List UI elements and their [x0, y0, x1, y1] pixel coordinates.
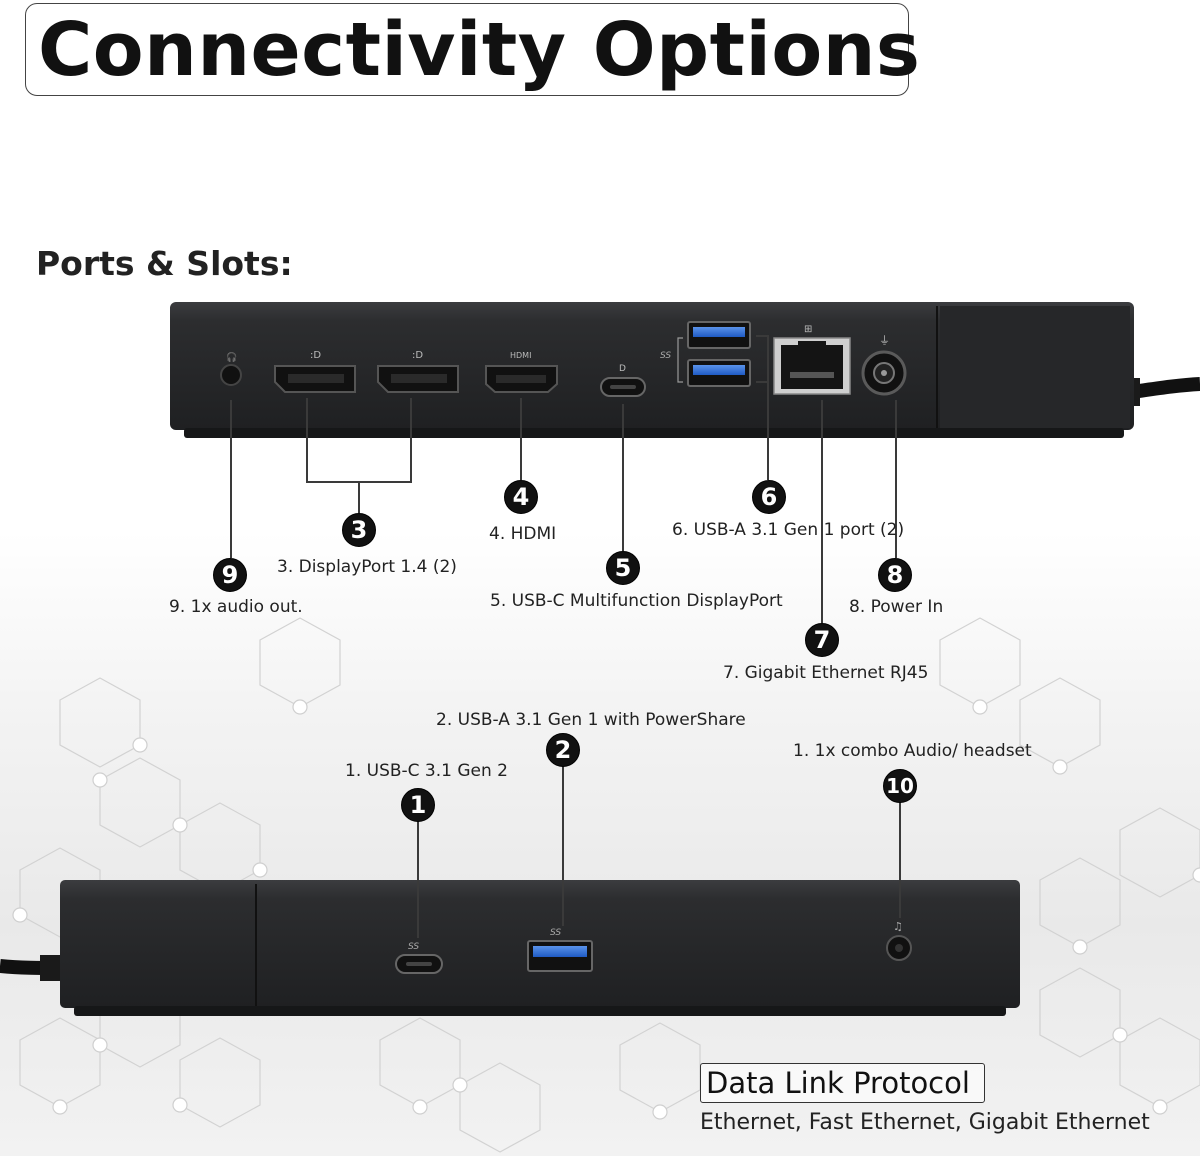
hex-nodes [12, 699, 1200, 1120]
callout-badge-10: 10 [883, 769, 917, 803]
svg-text:SS: SS [408, 942, 419, 952]
usb-c-rear-port: D [600, 364, 646, 397]
page-title: Connectivity Options [38, 7, 921, 93]
rear-end-cap [940, 306, 1130, 428]
front-dock-base [74, 1006, 1006, 1016]
callout-label-9: 9. 1x audio out. [169, 597, 303, 617]
title-frame: Connectivity Options [25, 3, 920, 96]
dock-rear-view: 🎧 :D :D HDMI D [170, 302, 1200, 438]
power-plug-icon: ⏚ [879, 334, 890, 347]
ethernet-port: ⊞ [773, 324, 851, 395]
displayport-mark-icon: D [619, 364, 626, 374]
svg-text::D: :D [310, 350, 321, 361]
callout-label-1: 1. USB-C 3.1 Gen 2 [345, 761, 508, 781]
usb-a-front-port: SS [527, 928, 593, 972]
callout-label-7: 7. Gigabit Ethernet RJ45 [723, 663, 929, 683]
rear-leader-lines [230, 335, 897, 623]
svg-text:SS: SS [550, 928, 561, 938]
hdmi-marking: HDMI [510, 351, 531, 360]
front-leader-lines [417, 766, 901, 938]
callout-badge-1: 1 [401, 788, 435, 822]
usb-c-front-port: SS [395, 942, 443, 974]
svg-text::D: :D [412, 350, 423, 361]
callout-badge-4: 4 [504, 480, 538, 514]
hdmi-port: HDMI [485, 351, 558, 393]
audio-out-jack [220, 364, 242, 386]
combo-audio-jack: ♫ [886, 920, 912, 961]
headphone-icon: 🎧 [226, 351, 237, 363]
section-heading: Ports & Slots: [36, 244, 293, 283]
callout-badge-2: 2 [546, 733, 580, 767]
callout-label-3: 3. DisplayPort 1.4 (2) [277, 557, 457, 577]
callout-label-2: 2. USB-A 3.1 Gen 1 with PowerShare [436, 710, 746, 730]
callout-badge-8: 8 [878, 558, 912, 592]
protocol-description: Ethernet, Fast Ethernet, Gigabit Etherne… [700, 1110, 1150, 1135]
protocol-title: Data Link Protocol [706, 1066, 970, 1100]
callout-badge-5: 5 [606, 551, 640, 585]
callout-label-8: 8. Power In [849, 597, 944, 617]
network-icon: ⊞ [804, 324, 812, 335]
rear-dock-base [184, 428, 1124, 438]
power-in-port: ⏚ [861, 334, 907, 396]
protocol-frame: Data Link Protocol [700, 1063, 985, 1103]
headset-icon: ♫ [893, 920, 903, 933]
callout-badge-9: 9 [213, 558, 247, 592]
callout-badge-7: 7 [805, 623, 839, 657]
rear-power-cable [1131, 377, 1200, 399]
displayport-1: :D [274, 350, 356, 393]
callout-label-10: 1. 1x combo Audio/ headset [793, 741, 1032, 761]
callout-badge-3: 3 [342, 513, 376, 547]
usb-a-rear-ports: SS [660, 321, 751, 387]
callout-badge-6: 6 [752, 480, 786, 514]
callout-label-6: 6. USB-A 3.1 Gen 1 port (2) [672, 520, 905, 540]
callout-label-5: 5. USB-C Multifunction DisplayPort [490, 591, 783, 611]
displayport-2: :D [377, 350, 459, 393]
callout-label-4: 4. HDMI [489, 524, 557, 544]
superspeed-marking: SS [660, 351, 671, 361]
hex-network [19, 617, 1200, 1153]
dock-front-view: SS SS ♫ [0, 880, 1020, 1016]
